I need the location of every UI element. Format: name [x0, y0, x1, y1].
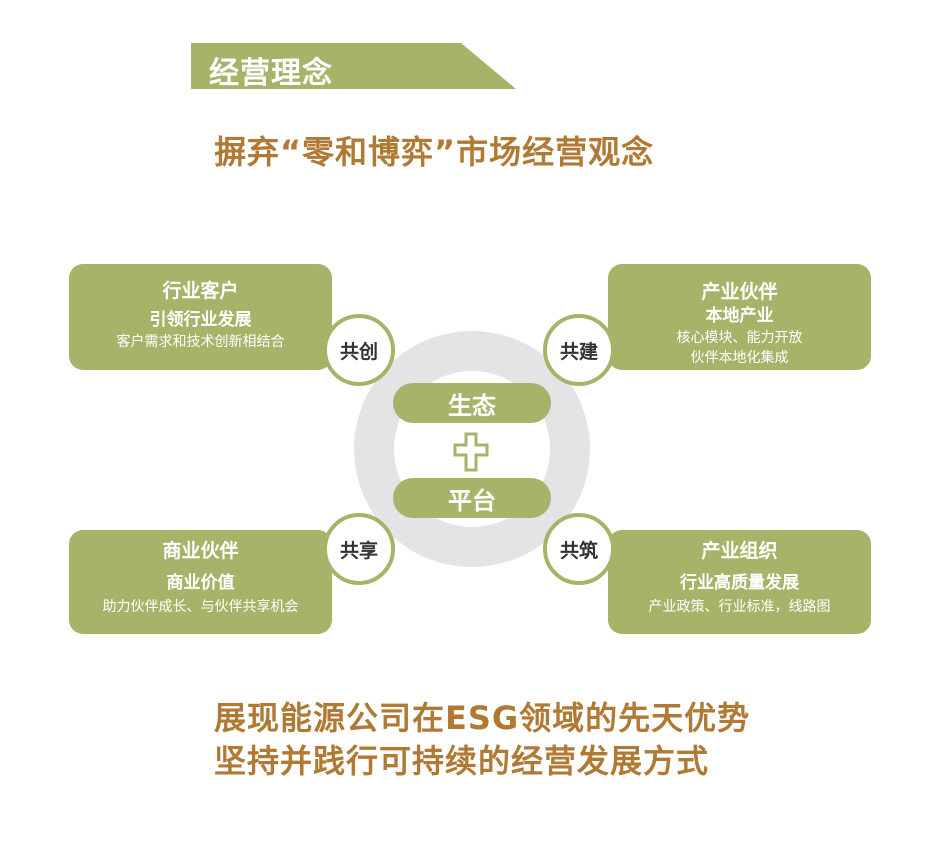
card-subtitle: 行业高质量发展 — [680, 573, 799, 593]
badge-co-share: 共享 — [323, 513, 395, 585]
ecosystem-pill: 生态 — [393, 383, 551, 423]
card-subtitle: 引领行业发展 — [149, 310, 252, 330]
section-title: 经营理念 — [209, 56, 333, 91]
card-description: 客户需求和技术创新相结合 — [116, 334, 285, 350]
card-industry-partners: 产业伙伴 本地产业 核心模块、能力开放 伙伴本地化集成 — [608, 264, 871, 370]
badge-co-construct: 共筑 — [543, 513, 615, 585]
card-subtitle: 本地产业 — [705, 306, 774, 326]
card-business-partners: 商业伙伴 商业价值 助力伙伴成长、与伙伴共享机会 — [69, 530, 332, 634]
card-description: 产业政策、行业标准，线路图 — [648, 599, 831, 615]
footer-line-2: 坚持并践行可持续的经营发展方式 — [214, 742, 710, 780]
card-description: 核心模块、能力开放 — [676, 330, 803, 346]
concept-heading: 摒弃“零和博弈”市场经营观念 — [214, 133, 655, 171]
card-title: 行业客户 — [162, 280, 239, 302]
platform-pill: 平台 — [393, 478, 551, 518]
badge-co-create: 共创 — [323, 314, 395, 386]
badge-co-build: 共建 — [543, 314, 615, 386]
card-description: 伙伴本地化集成 — [690, 350, 789, 366]
card-industry-organizations: 产业组织 行业高质量发展 产业政策、行业标准，线路图 — [608, 530, 871, 634]
card-title: 产业伙伴 — [701, 281, 778, 303]
card-title: 商业伙伴 — [162, 540, 239, 562]
card-industry-customers: 行业客户 引领行业发展 客户需求和技术创新相结合 — [69, 264, 332, 370]
section-banner: 经营理念 — [191, 43, 516, 89]
card-subtitle: 商业价值 — [166, 573, 235, 593]
footer-line-1: 展现能源公司在ESG领域的先天优势 — [214, 699, 751, 737]
card-description: 助力伙伴成长、与伙伴共享机会 — [102, 599, 299, 615]
plus-icon — [453, 432, 489, 472]
card-title: 产业组织 — [701, 540, 778, 562]
